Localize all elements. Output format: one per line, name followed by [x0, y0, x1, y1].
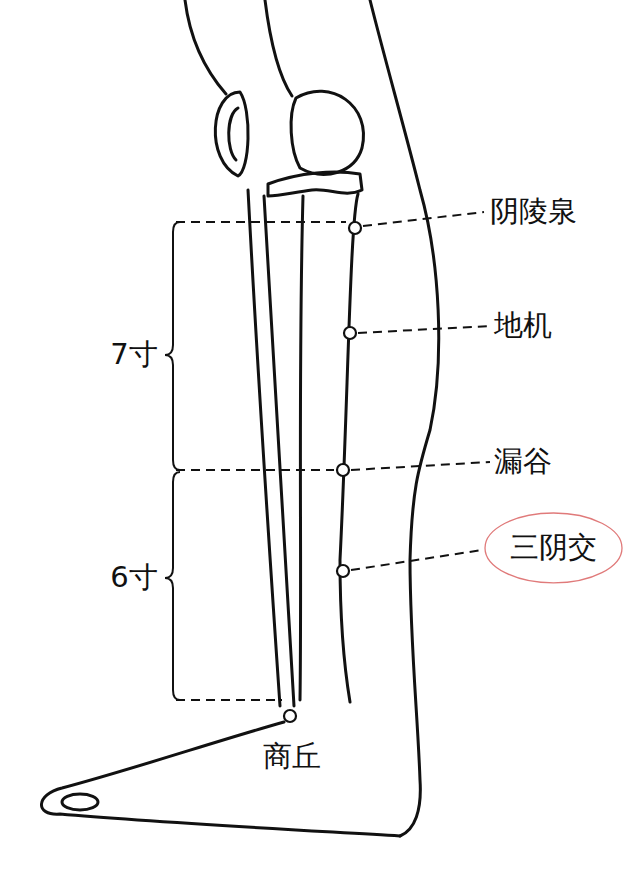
tibia: [300, 196, 303, 700]
toe: [62, 794, 98, 810]
acupoint: [284, 710, 296, 722]
femur-condyle: [291, 91, 363, 174]
acupoint: [337, 565, 349, 577]
dimension-label: 6寸: [110, 562, 157, 594]
femur-line: [265, 0, 292, 96]
acupoint: [349, 222, 361, 234]
patella-inner: [229, 108, 238, 160]
dimension-line: [176, 699, 282, 701]
leader-line: [363, 212, 484, 226]
leader-line: [351, 462, 490, 470]
fibula: [248, 190, 280, 706]
acupoint: [337, 464, 349, 476]
dimension-line: [176, 469, 334, 471]
bracket: [165, 222, 180, 470]
point-label: 三阴交: [510, 532, 597, 564]
leader-line: [358, 326, 490, 333]
highlight-ellipse: 三阴交: [484, 512, 623, 584]
point-label: 商丘: [263, 741, 321, 773]
tibia-plateau: [268, 172, 362, 196]
leader-line: [351, 550, 482, 570]
bracket: [165, 472, 180, 700]
foot-outline: [41, 722, 400, 836]
dimension-label: 7寸: [110, 339, 157, 371]
ellipse-outline: [485, 513, 622, 583]
point-label: 阴陵泉: [490, 196, 577, 228]
leg-outline: [370, 0, 439, 836]
tibia: [340, 194, 358, 702]
fibula: [264, 196, 294, 706]
acupoint: [344, 327, 356, 339]
point-label: 漏谷: [494, 446, 552, 478]
point-label: 地机: [494, 310, 552, 342]
thigh-outline: [185, 0, 226, 94]
patella: [215, 92, 248, 176]
dimension-line: [176, 221, 346, 223]
